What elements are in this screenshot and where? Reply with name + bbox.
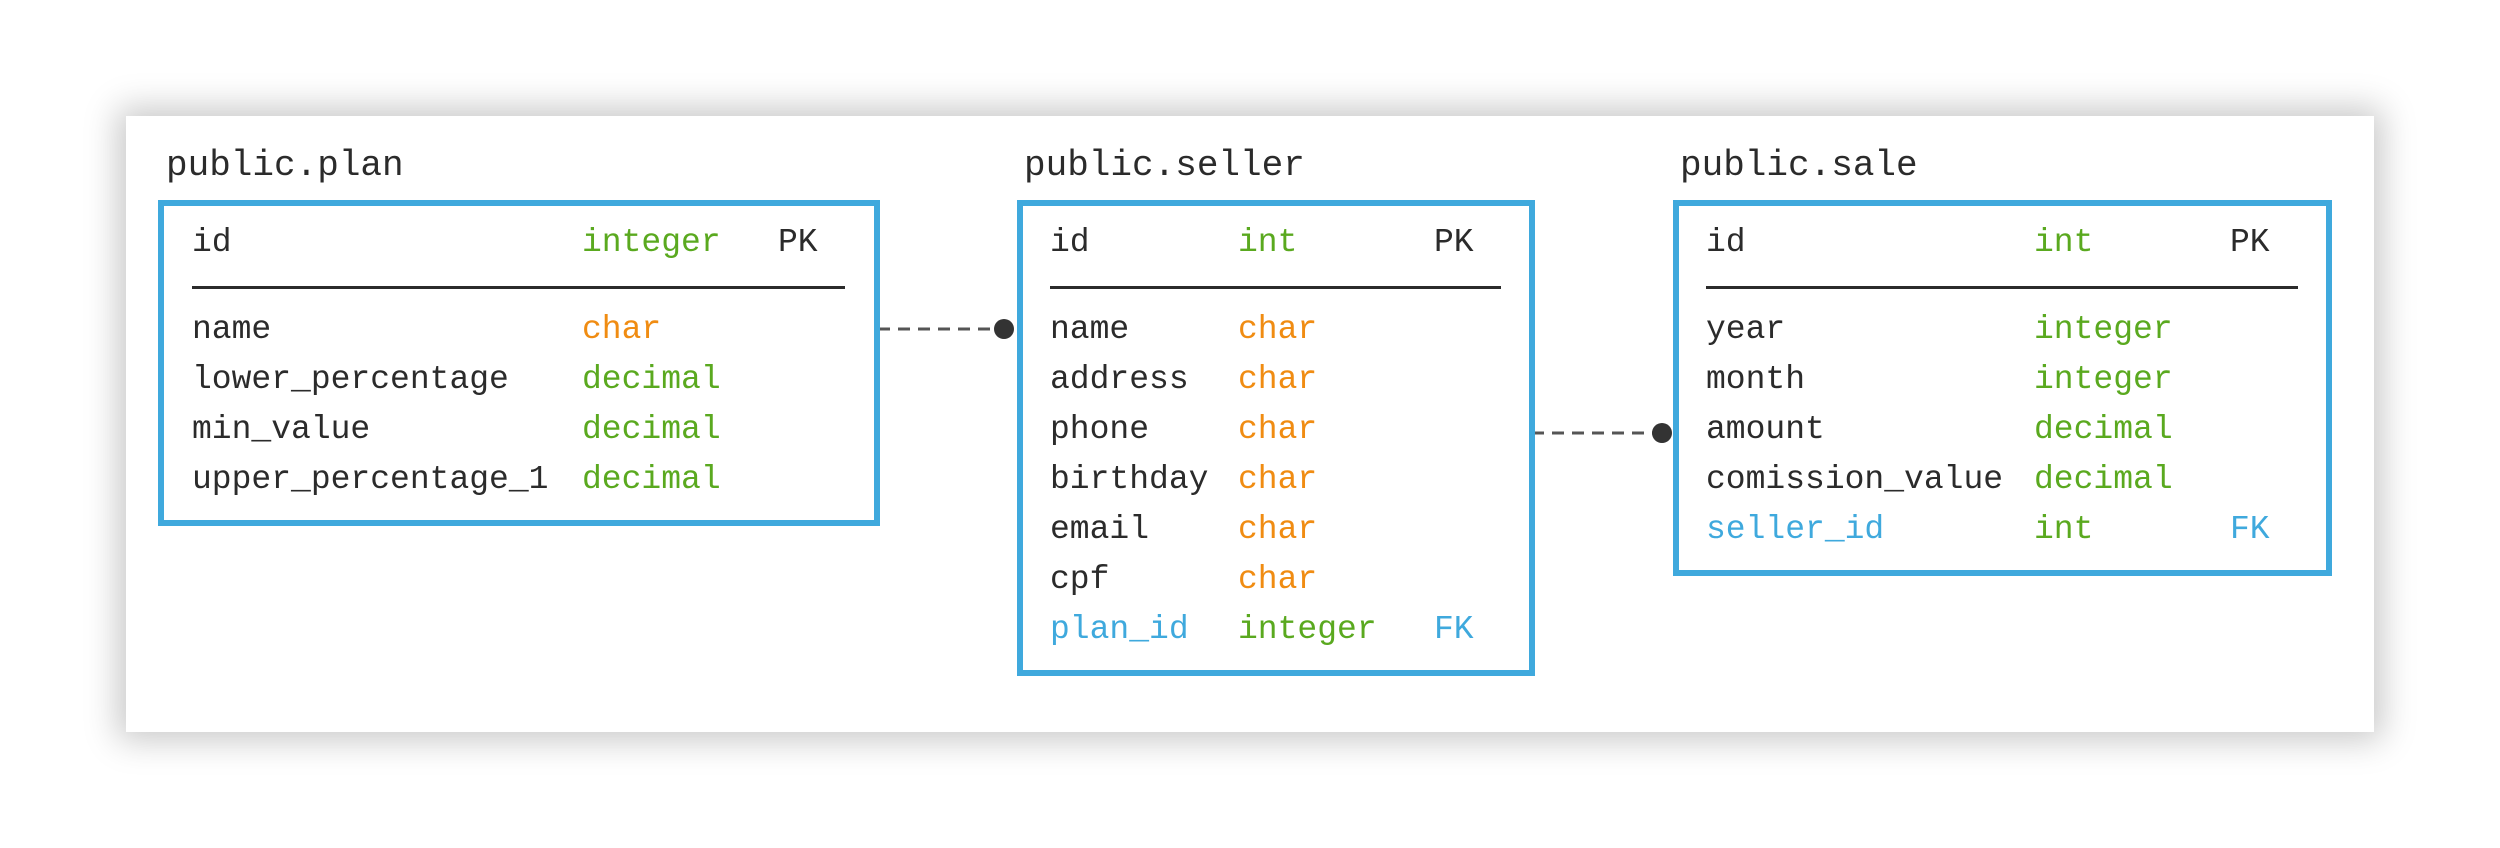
column-type: integer — [2034, 311, 2173, 348]
column-type: integer — [582, 224, 721, 261]
column-key: PK — [1434, 224, 1474, 261]
column-key: PK — [778, 224, 818, 261]
column-type: int — [2034, 511, 2094, 548]
column-type: int — [1238, 224, 1298, 261]
column-name: upper_percentage_1 — [192, 461, 549, 498]
pk-separator — [1706, 286, 2298, 289]
column-name: min_value — [192, 411, 371, 448]
column-type: decimal — [2034, 411, 2173, 448]
column-name: name — [192, 311, 272, 348]
column-type: integer — [1238, 611, 1377, 648]
column-type: char — [1238, 561, 1318, 598]
column-type: int — [2034, 224, 2094, 261]
column-name: name — [1050, 311, 1130, 348]
column-key: FK — [1434, 611, 1474, 648]
table-title-sale: public.sale — [1680, 145, 1918, 186]
table-seller[interactable] — [1017, 200, 1535, 676]
table-plan[interactable] — [158, 200, 880, 526]
relation-plan-seller — [878, 319, 1014, 339]
column-name: lower_percentage — [192, 361, 509, 398]
column-type: integer — [2034, 361, 2173, 398]
column-name: amount — [1706, 411, 1825, 448]
column-type: decimal — [582, 361, 721, 398]
column-name-fk: plan_id — [1050, 611, 1189, 648]
column-key: FK — [2230, 511, 2270, 548]
column-name: month — [1706, 361, 1806, 398]
column-type: char — [1238, 411, 1318, 448]
table-sale[interactable] — [1673, 200, 2332, 576]
column-name: birthday — [1050, 461, 1209, 498]
relation-seller-sale — [1532, 423, 1672, 443]
column-name: address — [1050, 361, 1189, 398]
pk-separator — [192, 286, 845, 289]
column-name: id — [192, 224, 232, 261]
column-name: comission_value — [1706, 461, 2004, 498]
column-type: char — [1238, 361, 1318, 398]
relation-endpoint-dot — [1652, 423, 1672, 443]
column-type: char — [1238, 311, 1318, 348]
table-title-seller: public.seller — [1024, 145, 1305, 186]
column-key: PK — [2230, 224, 2270, 261]
column-type: decimal — [582, 461, 721, 498]
column-type: char — [1238, 461, 1318, 498]
column-name: year — [1706, 311, 1786, 348]
column-name: email — [1050, 511, 1150, 548]
column-name-fk: seller_id — [1706, 511, 1885, 548]
column-type: char — [1238, 511, 1318, 548]
column-type: decimal — [582, 411, 721, 448]
column-type: char — [582, 311, 662, 348]
pk-separator — [1050, 286, 1501, 289]
table-title-plan: public.plan — [166, 145, 404, 186]
column-name: id — [1050, 224, 1090, 261]
column-name: cpf — [1050, 561, 1110, 598]
column-type: decimal — [2034, 461, 2173, 498]
column-name: phone — [1050, 411, 1150, 448]
relation-endpoint-dot — [994, 319, 1014, 339]
column-name: id — [1706, 224, 1746, 261]
